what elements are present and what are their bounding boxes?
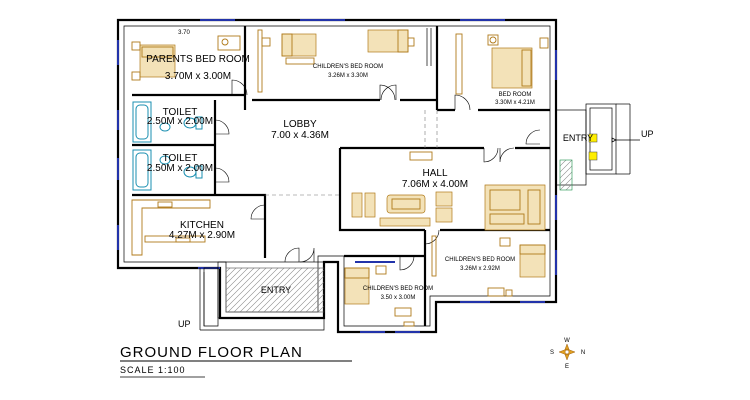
- room-lobby: LOBBY 7.00 x 4.36M: [271, 119, 329, 141]
- kitchen-counters: [131, 199, 211, 256]
- children-bedroom-2-size: 3.26M x 2.92M: [460, 266, 500, 272]
- children-bedroom-1-size: 3.26M x 3.30M: [328, 73, 368, 79]
- toilet-1-size: 2.50M x 2.00M: [147, 116, 213, 127]
- dimension-mark: 3.70: [178, 30, 190, 36]
- entry-south-porch: [199, 261, 325, 331]
- compass-n: N: [581, 350, 585, 356]
- toilet-1-fixtures: [132, 101, 203, 143]
- kitchen-size: 4.27M x 2.90M: [169, 230, 235, 241]
- children-bedroom-3-name: CHILDREN'S BED ROOM: [363, 286, 433, 292]
- toilet-2-name: TOILET: [163, 153, 198, 164]
- children-bed-2-furniture: [431, 235, 546, 297]
- compass-rose: W E S N: [550, 338, 585, 370]
- room-children-bedroom-3: CHILDREN'S BED ROOM 3.50 x 3.00M: [363, 286, 433, 301]
- room-children-bedroom-2: CHILDREN'S BED ROOM 3.26M x 2.92M: [445, 257, 515, 272]
- toilet-2-fixtures: [132, 149, 203, 191]
- parents-bedroom-name: PARENTS BED ROOM: [146, 54, 250, 65]
- lobby-name: LOBBY: [283, 119, 317, 130]
- room-toilet-1: TOILET 2.50M x 2.00M: [147, 107, 213, 127]
- entry-east-label: ENTRY: [563, 133, 593, 143]
- bedroom-ne-name: BED ROOM: [499, 92, 532, 98]
- room-bedroom-ne: BED ROOM 3.30M x 4.21M: [495, 92, 535, 106]
- children-bed-1-furniture: [257, 28, 432, 93]
- children-bedroom-2-name: CHILDREN'S BED ROOM: [445, 257, 515, 263]
- room-children-bedroom-1: CHILDREN'S BED ROOM 3.26M x 3.30M: [313, 64, 383, 79]
- entry-south-label: ENTRY: [261, 285, 291, 295]
- room-kitchen: KITCHEN 4.27M x 2.90M: [169, 220, 235, 241]
- compass-s: S: [550, 350, 554, 356]
- lobby-size: 7.00 x 4.36M: [271, 130, 329, 141]
- room-parents-bedroom: PARENTS BED ROOM 3.70M x 3.00M: [146, 54, 250, 82]
- children-bedroom-3-size: 3.50 x 3.00M: [381, 295, 416, 301]
- toilet-2-size: 2.50M x 2.00M: [147, 163, 213, 174]
- hall-size: 7.06M x 4.00M: [402, 179, 468, 190]
- compass-e: E: [565, 364, 569, 370]
- bedroom-ne-size: 3.30M x 4.21M: [495, 100, 535, 106]
- hall-name: HALL: [422, 168, 447, 179]
- windows: [117, 19, 557, 333]
- parents-bed: [131, 35, 241, 81]
- compass-w: W: [564, 338, 570, 344]
- plan-title: GROUND FLOOR PLAN: [120, 344, 303, 361]
- room-hall: HALL 7.06M x 4.00M: [402, 168, 468, 190]
- children-bed-3-furniture: [344, 265, 415, 327]
- up-label-south: UP: [178, 319, 191, 329]
- parents-bedroom-size: 3.70M x 3.00M: [165, 71, 231, 82]
- bedroom-ne-furniture: [455, 33, 549, 95]
- up-label-east: UP: [641, 129, 654, 139]
- kitchen-name: KITCHEN: [180, 220, 224, 231]
- toilet-1-name: TOILET: [163, 107, 198, 118]
- plan-scale: SCALE 1:100: [120, 365, 186, 375]
- doors: [214, 79, 541, 271]
- children-bedroom-1-name: CHILDREN'S BED ROOM: [313, 64, 383, 70]
- dashed-openings: [265, 110, 438, 196]
- entry-east-porch: [555, 103, 640, 191]
- room-toilet-2: TOILET 2.50M x 2.00M: [147, 153, 213, 174]
- hall-furniture: [351, 151, 546, 231]
